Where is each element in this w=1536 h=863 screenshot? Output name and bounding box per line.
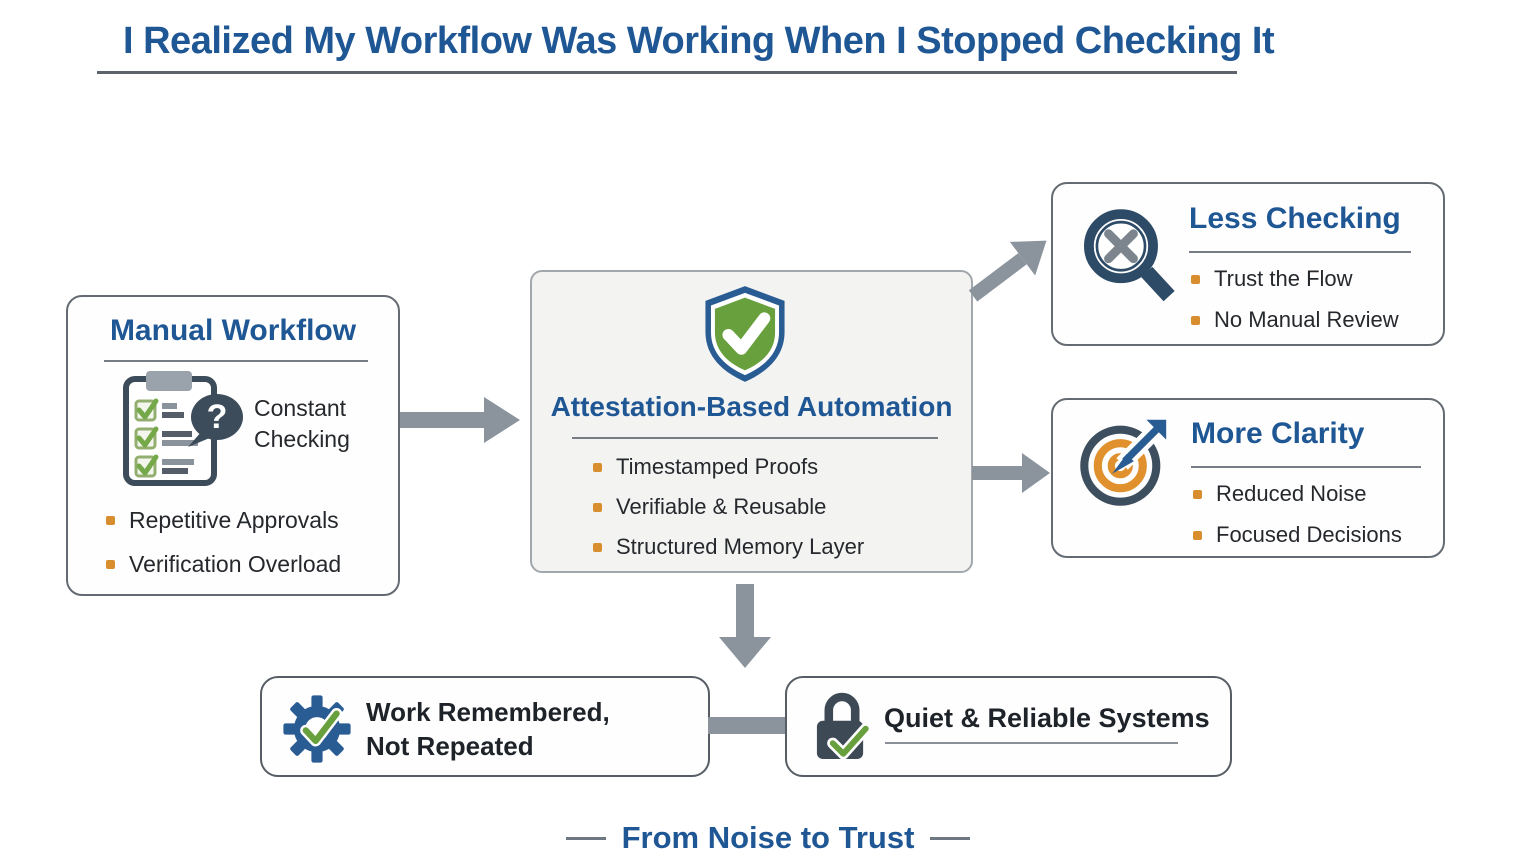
arrow-diagonal-icon [959, 221, 1062, 314]
list-item: Reduced Noise [1193, 481, 1402, 507]
bottom-connector [708, 717, 790, 734]
list-item: Focused Decisions [1193, 522, 1402, 548]
arrow-right-icon [400, 395, 522, 445]
caption-text: From Noise to Trust [621, 820, 915, 855]
target-dart-icon [1078, 418, 1168, 508]
bullet-square-icon [593, 462, 602, 472]
bullet-square-icon [1191, 315, 1200, 325]
manual-workflow-bullets: Repetitive Approvals Verification Overlo… [106, 507, 341, 578]
lock-check-icon [809, 689, 875, 767]
less-checking-box: Less Checking Trust the Flow No Manual R… [1051, 182, 1445, 346]
caption-right-dash [930, 836, 971, 840]
list-item: Structured Memory Layer [593, 534, 864, 560]
bullet-square-icon [1193, 489, 1202, 499]
constant-checking-caption: Constant Checking [254, 395, 350, 452]
list-item: Trust the Flow [1191, 266, 1399, 292]
list-item: Verifiable & Reusable [593, 494, 864, 520]
attestation-box: Attestation-Based Automation Timestamped… [530, 270, 973, 573]
more-clarity-box: More Clarity Reduced Noise Focused Decis… [1051, 398, 1445, 558]
question-mark-glyph: ? [207, 398, 228, 436]
more-clarity-bullets: Reduced Noise Focused Decisions [1193, 481, 1402, 548]
list-item: Repetitive Approvals [106, 507, 341, 534]
bullet-square-icon [106, 560, 115, 569]
more-clarity-heading: More Clarity [1191, 417, 1365, 450]
gear-check-icon [282, 694, 352, 764]
caption-left-dash [565, 836, 606, 840]
less-checking-bullets: Trust the Flow No Manual Review [1191, 266, 1399, 333]
less-checking-heading: Less Checking [1189, 202, 1401, 235]
shield-check-icon [699, 283, 791, 385]
title-divider [97, 71, 1237, 74]
manual-workflow-box: Manual Workflow [66, 295, 400, 596]
bullet-square-icon [1191, 274, 1200, 284]
less-checking-underline [1189, 251, 1411, 253]
list-item: No Manual Review [1191, 307, 1399, 333]
page-title: I Realized My Workflow Was Working When … [123, 20, 1275, 62]
work-remembered-label: Work Remembered, Not Repeated [366, 697, 610, 761]
arrow-down-icon [717, 584, 773, 670]
bullet-square-icon [1193, 530, 1202, 540]
footer-caption: From Noise to Trust [0, 820, 1536, 856]
attestation-bullets: Timestamped Proofs Verifiable & Reusable… [593, 454, 864, 560]
magnifier-x-icon [1080, 204, 1178, 308]
bullet-square-icon [593, 542, 602, 552]
attestation-underline [572, 437, 938, 439]
list-item: Timestamped Proofs [593, 454, 864, 480]
bullet-square-icon [593, 502, 602, 512]
manual-workflow-heading: Manual Workflow [109, 314, 357, 347]
attestation-heading: Attestation-Based Automation [550, 391, 953, 422]
work-remembered-box: Work Remembered, Not Repeated [260, 676, 710, 777]
quiet-systems-label: Quiet & Reliable Systems [884, 703, 1210, 733]
list-item: Verification Overload [106, 551, 341, 578]
bullet-square-icon [106, 516, 115, 525]
more-clarity-underline [1191, 466, 1421, 468]
clipboard-question-icon: ? [118, 369, 246, 489]
quiet-systems-underline [885, 742, 1178, 744]
arrow-right-icon [972, 451, 1052, 495]
quiet-systems-box: Quiet & Reliable Systems [785, 676, 1232, 777]
manual-workflow-underline [104, 360, 368, 362]
